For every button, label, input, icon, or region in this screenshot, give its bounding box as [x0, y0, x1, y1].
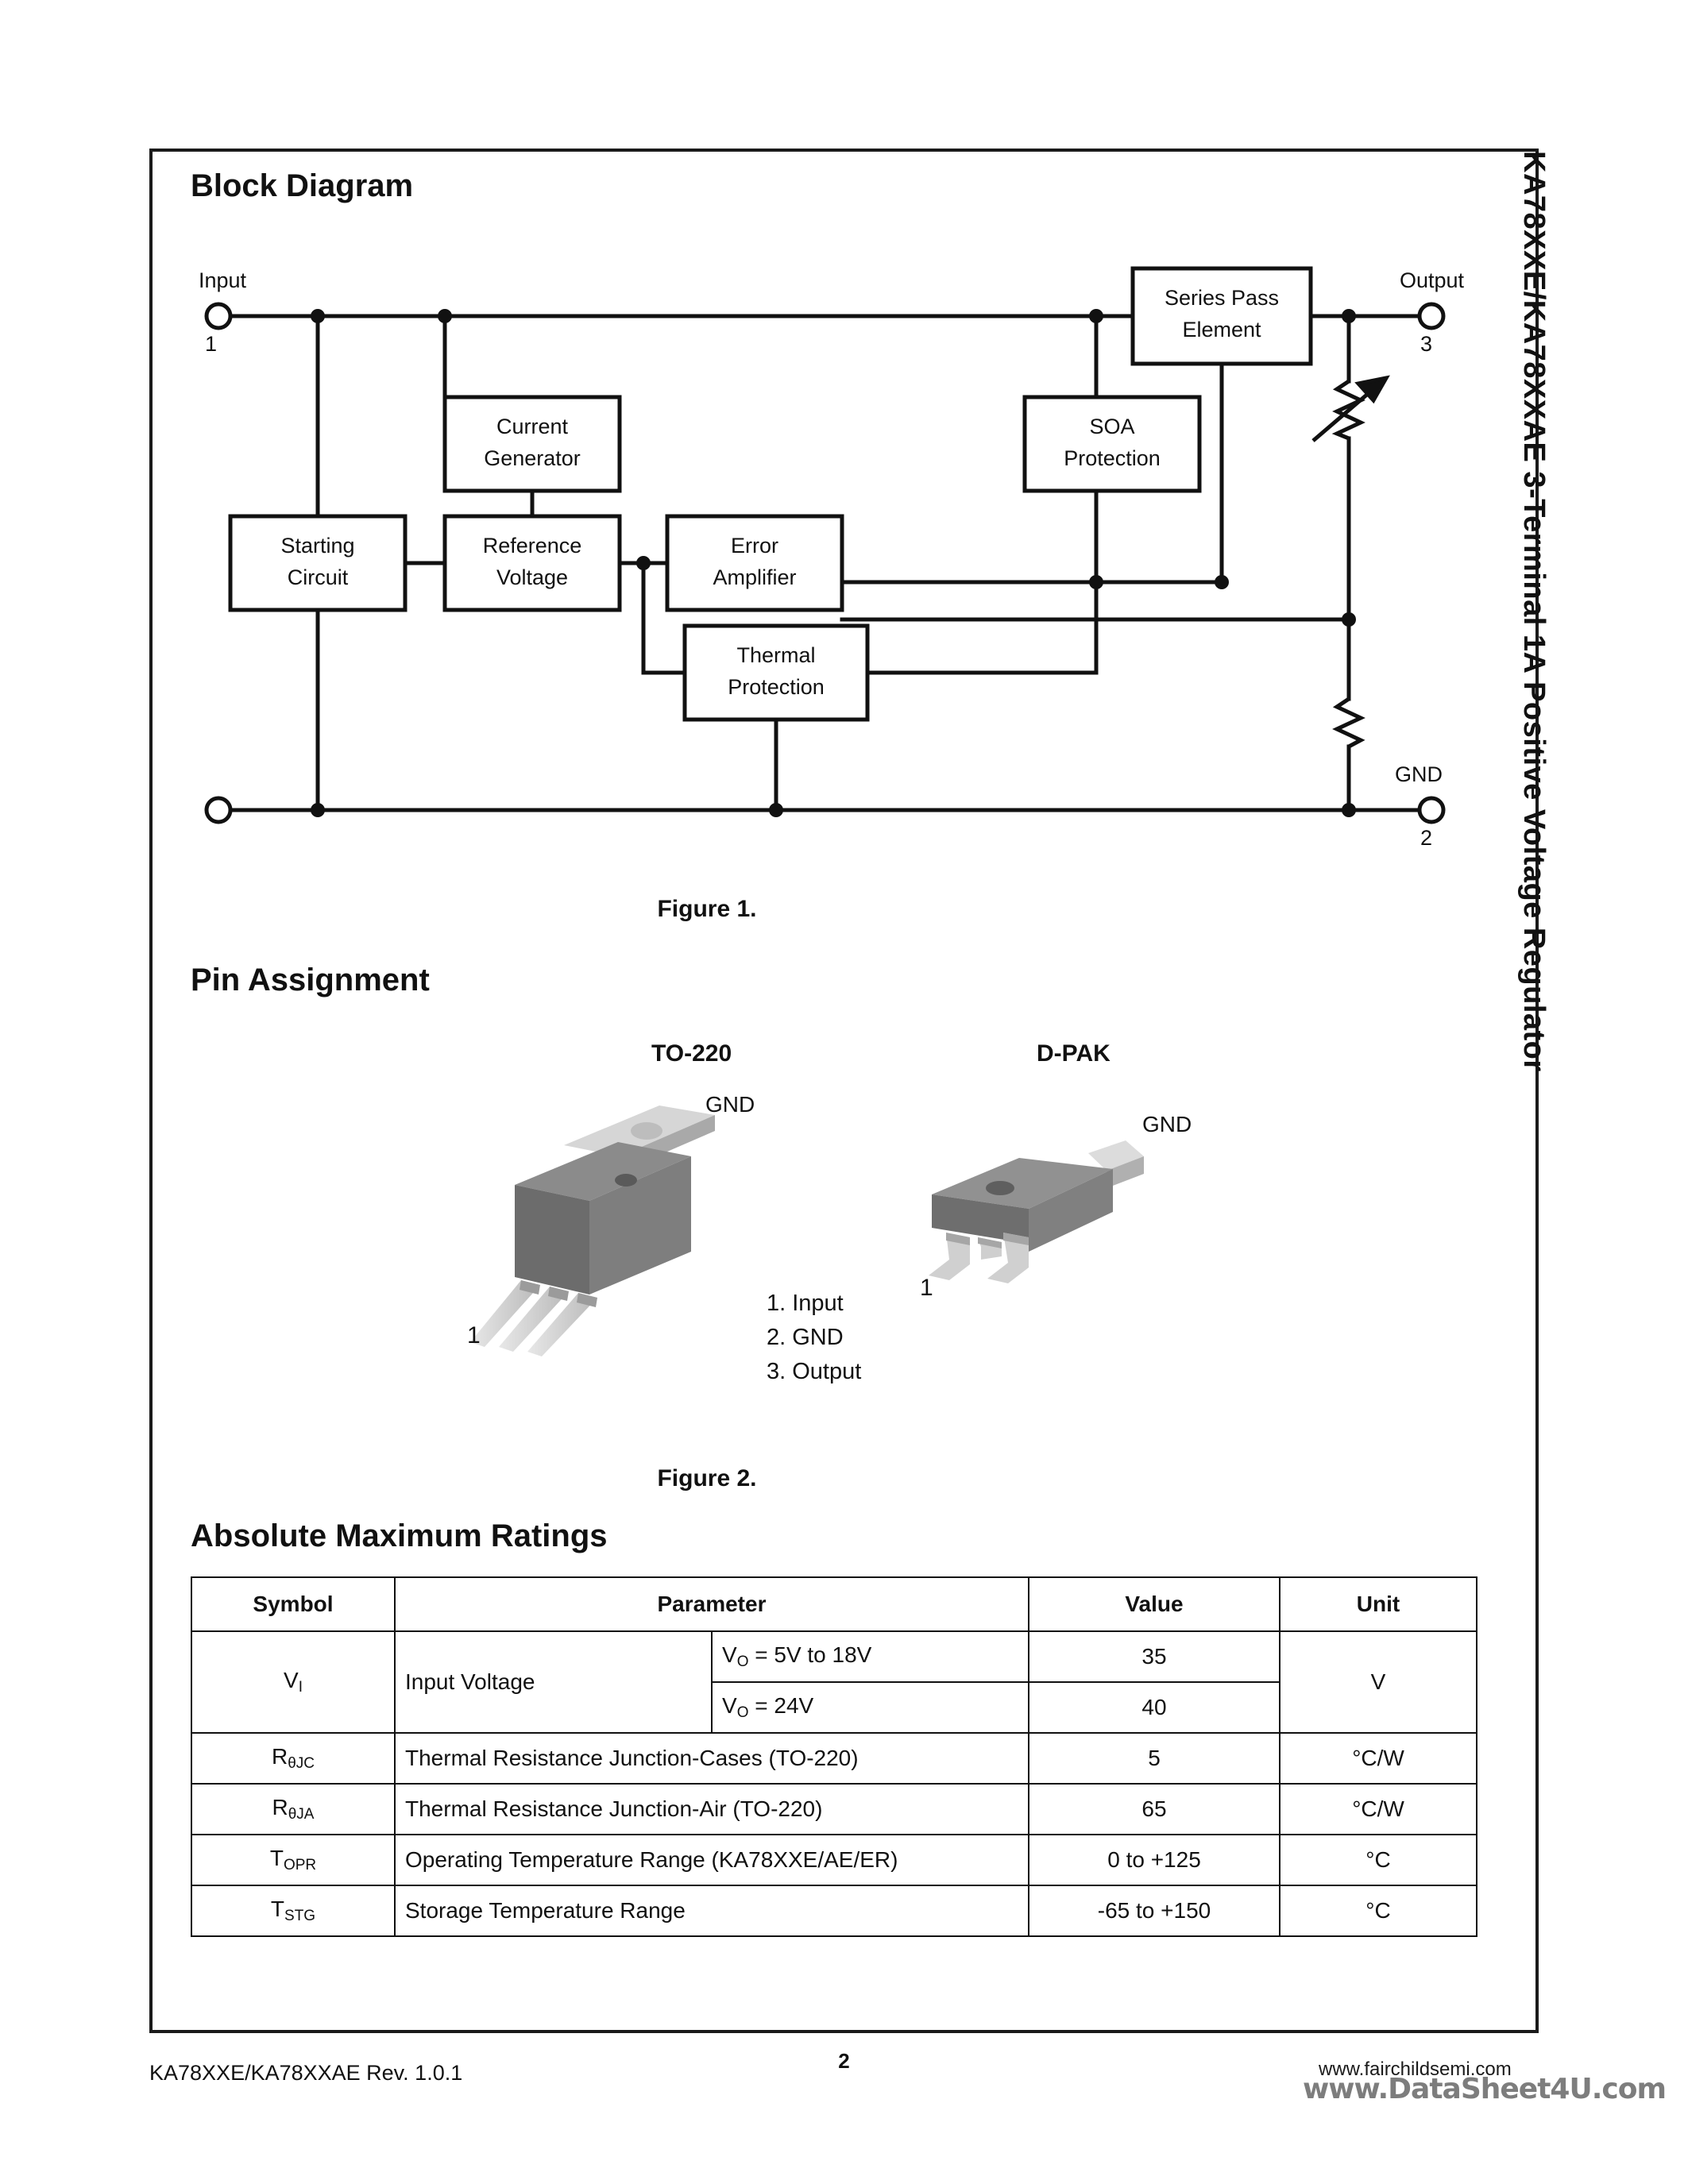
- heading-pin-assignment: Pin Assignment: [191, 963, 430, 997]
- col-header-parameter: Parameter: [394, 1576, 1029, 1632]
- symbol-sub: I: [298, 1679, 303, 1696]
- table-row: TSTG Storage Temperature Range -65 to +1…: [191, 1885, 1477, 1937]
- symbol-sub: θJA: [288, 1806, 315, 1823]
- to220-pin1-label: 1: [467, 1322, 481, 1349]
- block-label-current-generator-line2: Generator: [484, 446, 581, 470]
- block-label-reference-line1: Reference: [483, 534, 582, 558]
- symbol-base: R: [271, 1744, 288, 1769]
- pin-number-output: 3: [1420, 332, 1432, 356]
- col-header-value: Value: [1028, 1576, 1280, 1632]
- pin-list-item-1: 1. Input: [767, 1291, 844, 1316]
- cell-condition-vo-5-18: VO = 5V to 18V: [711, 1630, 1029, 1683]
- to220-gnd-label: GND: [705, 1092, 755, 1117]
- pin-list-item-3: 3. Output: [767, 1359, 862, 1384]
- cell-symbol-rthjc: RθJC: [191, 1732, 396, 1785]
- cell-value-40: 40: [1028, 1681, 1280, 1734]
- dpak-gnd-label: GND: [1142, 1112, 1192, 1136]
- cell-parameter-tstg: Storage Temperature Range: [394, 1885, 1029, 1937]
- cell-value-35: 35: [1028, 1630, 1280, 1683]
- cell-unit-cw-1: °C/W: [1279, 1732, 1477, 1785]
- dpak-pin1-label: 1: [920, 1275, 933, 1301]
- table-header-row: Symbol Parameter Value Unit: [191, 1576, 1477, 1632]
- cell-condition-vo-24: VO = 24V: [711, 1681, 1029, 1734]
- absolute-maximum-ratings-table: Symbol Parameter Value Unit VI Input Vol…: [191, 1576, 1477, 1937]
- page-border: [149, 149, 1539, 2033]
- cell-unit-c-1: °C: [1279, 1834, 1477, 1886]
- table-row: RθJC Thermal Resistance Junction-Cases (…: [191, 1732, 1477, 1785]
- col-header-symbol: Symbol: [191, 1576, 396, 1632]
- package-title-dpak: D-PAK: [1037, 1040, 1111, 1067]
- heading-absolute-maximum-ratings: Absolute Maximum Ratings: [191, 1518, 608, 1553]
- dpak-package-image: [929, 1140, 1144, 1283]
- symbol-base: V: [284, 1668, 299, 1692]
- cell-value-0-125: 0 to +125: [1028, 1834, 1280, 1886]
- cell-value-5: 5: [1028, 1732, 1280, 1785]
- figure2-caption: Figure 2.: [657, 1465, 757, 1491]
- cell-unit-c-2: °C: [1279, 1885, 1477, 1937]
- pin-label-input: Input: [199, 268, 247, 292]
- table-row: TOPR Operating Temperature Range (KA78XX…: [191, 1834, 1477, 1886]
- block-label-soa-line1: SOA: [1089, 415, 1134, 438]
- block-label-series-pass-line2: Element: [1182, 318, 1261, 341]
- symbol-base: T: [270, 1897, 285, 1921]
- col-header-unit: Unit: [1279, 1576, 1477, 1632]
- cell-symbol-vi: VI: [191, 1630, 396, 1734]
- cond-post: = 24V: [748, 1693, 814, 1718]
- symbol-base: R: [272, 1795, 288, 1819]
- cond-post: = 5V to 18V: [748, 1642, 872, 1667]
- cond-pre: V: [722, 1642, 737, 1667]
- cell-unit-v: V: [1279, 1630, 1477, 1734]
- pin-label-gnd: GND: [1395, 762, 1443, 786]
- cond-sub: O: [736, 1704, 749, 1721]
- cell-symbol-topr: TOPR: [191, 1834, 396, 1886]
- block-label-thermal-line2: Protection: [728, 675, 825, 699]
- cell-symbol-tstg: TSTG: [191, 1885, 396, 1937]
- symbol-sub: OPR: [283, 1857, 317, 1873]
- to220-package-image: [470, 1106, 715, 1356]
- block-label-starting-line2: Circuit: [288, 565, 349, 589]
- cond-pre: V: [722, 1693, 737, 1718]
- block-label-starting-line1: Starting: [280, 534, 354, 558]
- footer-url: www.fairchildsemi.com: [1319, 2059, 1512, 2080]
- table-row: VO = 24V 40: [191, 1681, 1477, 1734]
- pin-number-gnd: 2: [1420, 826, 1432, 850]
- symbol-sub: θJC: [288, 1755, 315, 1772]
- package-title-to220: TO-220: [651, 1040, 732, 1067]
- block-label-series-pass-line1: Series Pass: [1165, 286, 1279, 310]
- block-label-reference-line2: Voltage: [496, 565, 568, 589]
- footer-revision: KA78XXE/KA78XXAE Rev. 1.0.1: [149, 2061, 463, 2085]
- table-row: RθJA Thermal Resistance Junction-Air (TO…: [191, 1783, 1477, 1835]
- figure1-caption: Figure 1.: [657, 896, 757, 922]
- pin-list: 1. Input 2. GND 3. Output: [767, 1287, 861, 1389]
- block-diagram-figure: Series Pass Element Current Generator SO…: [191, 254, 1493, 874]
- block-label-current-generator-line1: Current: [496, 415, 569, 438]
- pin-label-output: Output: [1400, 268, 1465, 292]
- footer-page-number: 2: [838, 2049, 850, 2073]
- block-label-thermal-line1: Thermal: [736, 643, 815, 667]
- heading-block-diagram: Block Diagram: [191, 168, 414, 203]
- cell-parameter-rthjc: Thermal Resistance Junction-Cases (TO-22…: [394, 1732, 1029, 1785]
- cond-sub: O: [736, 1653, 749, 1670]
- cell-value-m65-150: -65 to +150: [1028, 1885, 1280, 1937]
- table-row: VI Input Voltage VO = 5V to 18V 35 V: [191, 1630, 1477, 1734]
- pin-list-item-2: 2. GND: [767, 1325, 844, 1350]
- block-label-error-line2: Amplifier: [713, 565, 796, 589]
- cell-value-65: 65: [1028, 1783, 1280, 1835]
- side-title: KA78XXE/KA78XXAE 3-Terminal 1A Positive …: [1517, 151, 1551, 1072]
- pin-number-input: 1: [205, 332, 217, 356]
- footer-watermark: www.DataSheet4U.com: [1303, 2073, 1667, 2105]
- cell-parameter-input-voltage: Input Voltage: [394, 1630, 713, 1734]
- block-label-soa-line2: Protection: [1064, 446, 1161, 470]
- symbol-sub: STG: [284, 1908, 316, 1924]
- cell-symbol-rthja: RθJA: [191, 1783, 396, 1835]
- cell-parameter-rthja: Thermal Resistance Junction-Air (TO-220): [394, 1783, 1029, 1835]
- block-label-error-line1: Error: [731, 534, 778, 558]
- symbol-base: T: [269, 1846, 284, 1870]
- cell-parameter-topr: Operating Temperature Range (KA78XXE/AE/…: [394, 1834, 1029, 1886]
- cell-unit-cw-2: °C/W: [1279, 1783, 1477, 1835]
